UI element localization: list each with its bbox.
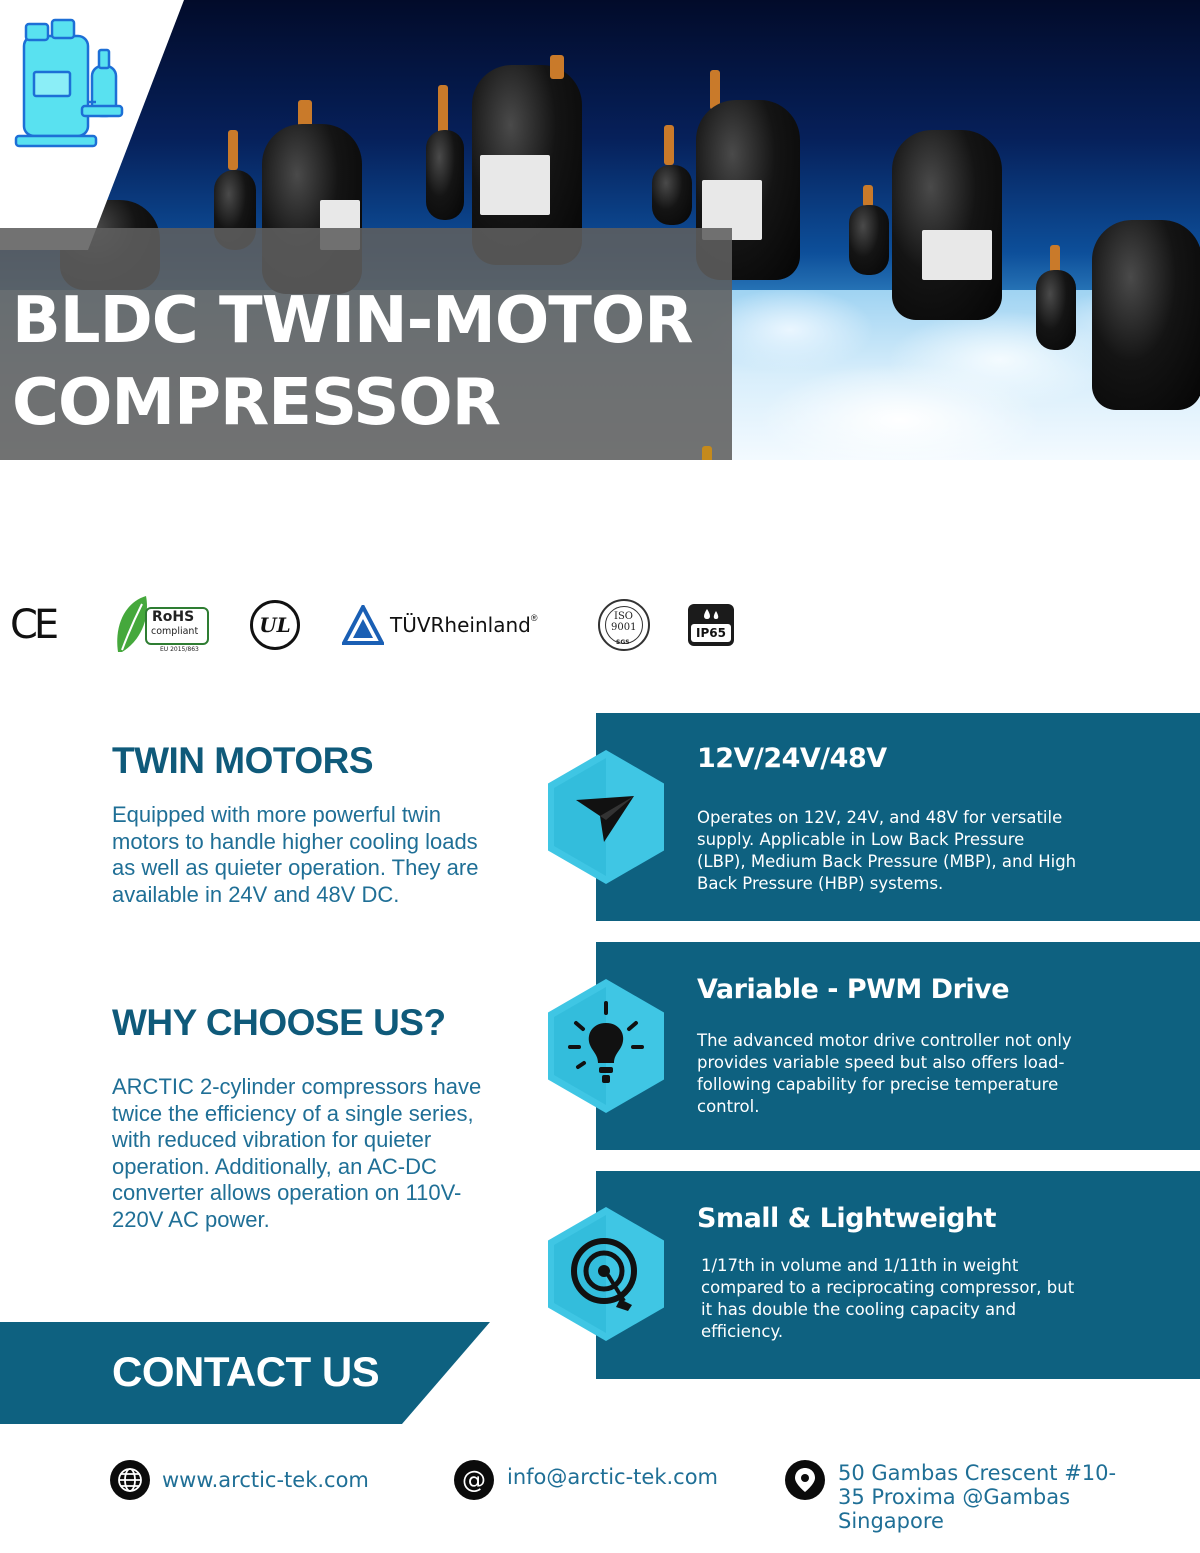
rohs-leaf-icon (117, 596, 209, 652)
feature-title-pwm: Variable - PWM Drive (697, 974, 1010, 1005)
address-line-1: 50 Gambas Crescent #10- (838, 1461, 1117, 1485)
certifications-row: CE RoHS compliant EU 2015/863 UL TÜVRhei… (0, 590, 760, 660)
gold-compressor-image (702, 446, 712, 460)
feature-card-voltage: 12V/24V/48V Operates on 12V, 24V, and 48… (596, 713, 1200, 921)
feature-text-size: 1/17th in volume and 1/11th in weight co… (701, 1256, 1075, 1341)
why-choose-us-heading: WHY CHOOSE US? (112, 1002, 446, 1043)
feature-title-size: Small & Lightweight (697, 1203, 997, 1234)
rohs-sub-text: compliant (151, 626, 199, 637)
at-sign-icon: @ (454, 1460, 494, 1500)
ul-mark: UL (250, 590, 300, 660)
iso-code-text: 9001 (611, 622, 637, 633)
address-line-2: 35 Proxima @Gambas (838, 1485, 1071, 1509)
hero-section: BLDC TWIN-MOTOR COMPRESSOR Variable. (0, 0, 1200, 460)
iso-main-text: ISO (614, 611, 633, 622)
email-link[interactable]: info@arctic-tek.com (507, 1465, 719, 1489)
hero-title-line-1: BLDC TWIN-MOTOR (12, 284, 694, 358)
why-choose-us-text: ARCTIC 2-cylinder compressors have twice… (112, 1074, 482, 1232)
iso-9001-badge: ISO 9001 SGS (598, 590, 650, 660)
registered-mark: ® (530, 613, 538, 623)
hero-title-line-2: COMPRESSOR (12, 366, 501, 440)
tuv-text: TÜVRheinland (390, 613, 531, 637)
compressor-logo-icon (14, 18, 124, 148)
feature-card-pwm: Variable - PWM Drive The advanced motor … (596, 942, 1200, 1150)
feature-text-voltage: Operates on 12V, 24V, and 48V for versat… (697, 808, 1077, 893)
contact-title: CONTACT US (112, 1348, 380, 1395)
ul-mark-text: UL (259, 613, 291, 637)
lightbulb-icon (548, 979, 664, 1113)
feature-title-voltage: 12V/24V/48V (697, 743, 887, 774)
address-line-3: Singapore (838, 1509, 944, 1533)
twin-motors-text: Equipped with more powerful twin motors … (112, 802, 479, 907)
feature-text-pwm: The advanced motor drive controller not … (697, 1031, 1072, 1116)
tuv-triangle-icon (342, 605, 384, 645)
rohs-main-text: RoHS (152, 609, 195, 625)
title-panel: BLDC TWIN-MOTOR COMPRESSOR Variable. (0, 228, 732, 460)
paper-plane-icon (548, 750, 664, 884)
iso-sgs-text: SGS (616, 639, 630, 646)
feature-card-size: Small & Lightweight 1/17th in volume and… (596, 1171, 1200, 1379)
globe-icon (110, 1460, 150, 1500)
hero-title-accent: Variable. (20, 452, 333, 460)
rohs-code-text: EU 2015/863 (160, 646, 199, 653)
twin-motors-heading: TWIN MOTORS (112, 740, 374, 781)
website-link[interactable]: www.arctic-tek.com (162, 1468, 369, 1492)
location-pin-icon (785, 1460, 825, 1500)
water-drop-icon (704, 609, 719, 619)
ce-mark: CE (10, 590, 59, 660)
target-icon (548, 1207, 664, 1341)
ip65-text: IP65 (696, 626, 726, 640)
rohs-badge: RoHS compliant EU 2015/863 (112, 590, 212, 660)
ce-mark-text: CE (10, 602, 59, 648)
ip65-badge: IP65 (688, 590, 734, 660)
contact-banner (0, 1322, 490, 1424)
tuv-rheinland-logo: TÜVRheinland ® (342, 590, 537, 660)
